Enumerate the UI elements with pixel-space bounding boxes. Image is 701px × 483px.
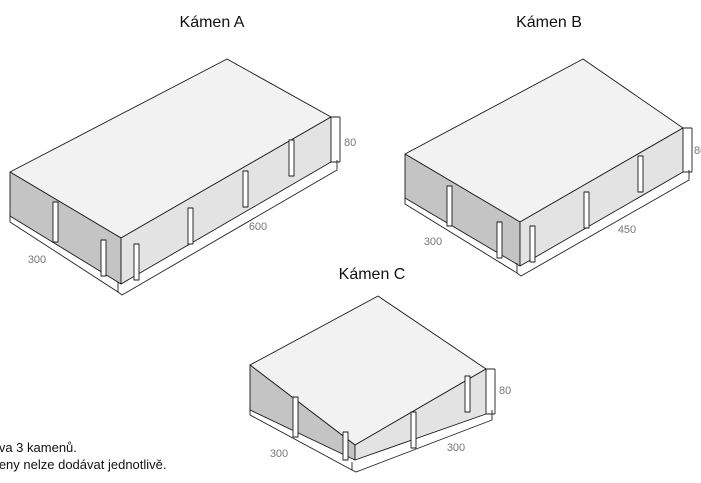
stone-c: Kámen C 300 300 80 [249, 266, 511, 473]
stone-c-height-label: 80 [499, 385, 511, 397]
stone-a-title: Kámen A [180, 14, 245, 31]
stone-b-width-label: 300 [424, 236, 442, 248]
stone-a-width-label: 300 [28, 254, 46, 266]
stone-c-width-label: 300 [270, 448, 288, 460]
stone-c-title: Kámen C [339, 266, 406, 283]
note-line-2: meny nelze dodávat jednotlivě. [0, 457, 167, 472]
stone-b: Kámen B 300 450 80 [404, 14, 701, 277]
note-line-1: tava 3 kamenů. [0, 440, 77, 455]
stone-b-dimension-lines [404, 127, 693, 277]
stone-b-height-label: 80 [694, 145, 701, 157]
stone-c-dimension-lines [249, 368, 496, 473]
stone-a-spacer-grooves [52, 139, 295, 281]
stone-c-length-label: 300 [447, 442, 465, 454]
stone-b-title: Kámen B [516, 14, 582, 31]
stone-b-length-label: 450 [618, 224, 636, 236]
stone-b-spacer-grooves [446, 155, 644, 263]
stone-a: Kámen A 300 600 80 [9, 14, 356, 296]
stone-c-spacer-grooves [292, 375, 471, 461]
stone-a-height-label: 80 [344, 137, 356, 149]
stone-a-length-label: 600 [249, 221, 267, 233]
stone-a-dimension-lines [9, 116, 341, 296]
